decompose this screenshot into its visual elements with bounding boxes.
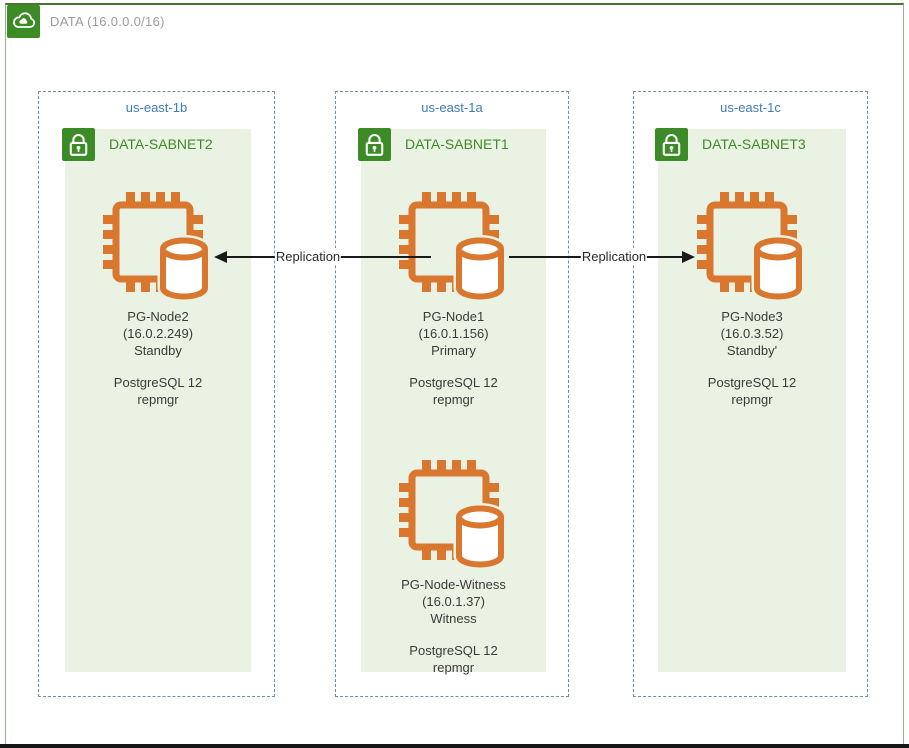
node-role: Primary — [431, 343, 476, 358]
node-ip: (16.0.1.156) — [418, 326, 489, 341]
node-text: PG-Node1 (16.0.1.156) Primary PostgreSQL… — [409, 308, 497, 408]
node-software: PostgreSQL 12 — [409, 375, 498, 390]
window-bottom-edge — [0, 744, 909, 748]
chip-database-icon — [696, 191, 808, 303]
node-software: repmgr — [137, 392, 179, 407]
vpc-label: DATA (16.0.0.0/16) — [50, 14, 165, 29]
subnet-data-sabnet2: DATA-SABNET2 PG-Node2 (16.0.2.249) Stand… — [65, 129, 251, 672]
subnet-label: DATA-SABNET3 — [702, 136, 806, 152]
node-pg-node3: PG-Node3 (16.0.3.52) Standby' PostgreSQL… — [658, 191, 846, 408]
node-name: PG-Node2 — [127, 309, 189, 324]
lock-icon — [62, 128, 95, 161]
arrowhead-left-icon — [214, 251, 227, 263]
node-name: PG-Node1 — [422, 309, 485, 324]
node-role: Standby' — [726, 343, 778, 358]
lock-icon — [358, 128, 391, 161]
az-label: us-east-1a — [421, 100, 483, 115]
chip-database-icon — [398, 459, 510, 571]
node-ip: (16.0.3.52) — [720, 326, 784, 341]
node-name: PG-Node-Witness — [401, 577, 506, 592]
node-role: Standby — [134, 343, 182, 358]
chip-database-icon — [398, 191, 510, 303]
node-ip: (16.0.1.37) — [422, 594, 485, 609]
subnet-label: DATA-SABNET2 — [109, 136, 213, 152]
az-us-east-1b: us-east-1b DATA-SABNET2 PG-Node2 (16.0.2… — [38, 91, 275, 697]
node-pg-node1: PG-Node1 (16.0.1.156) Primary PostgreSQL… — [361, 191, 546, 408]
az-label: us-east-1b — [125, 100, 188, 115]
subnet-label: DATA-SABNET1 — [405, 136, 509, 152]
vpc-container: DATA (16.0.0.0/16) us-east-1b DATA-SABNE… — [5, 3, 904, 745]
node-software: PostgreSQL 12 — [707, 375, 797, 390]
chip-database-icon — [102, 191, 214, 303]
subnet-data-sabnet1: DATA-SABNET1 PG-Node1 (16.0.1.156) Prima… — [358, 128, 546, 675]
node-pg-node2: PG-Node2 (16.0.2.249) Standby PostgreSQL… — [65, 191, 251, 408]
node-role: Witness — [430, 611, 477, 626]
replication-label: Replication — [580, 248, 648, 265]
node-software: PostgreSQL 12 — [113, 375, 203, 390]
node-software: PostgreSQL 12 — [409, 643, 498, 658]
node-text: PG-Node3 (16.0.3.52) Standby' PostgreSQL… — [708, 308, 796, 408]
node-software: repmgr — [432, 660, 475, 675]
node-text: PG-Node2 (16.0.2.249) Standby PostgreSQL… — [114, 308, 202, 408]
cloud-icon — [7, 5, 40, 38]
az-label: us-east-1c — [720, 100, 781, 115]
az-us-east-1c: us-east-1c DATA-SABNET3 PG-Node3 (16.0.3… — [633, 91, 868, 697]
node-text: PG-Node-Witness (16.0.1.37) Witness Post… — [401, 576, 506, 676]
replication-label: Replication — [274, 248, 342, 265]
lock-icon — [655, 128, 688, 161]
node-ip: (16.0.2.249) — [122, 326, 194, 341]
node-pg-node-witness: PG-Node-Witness (16.0.1.37) Witness Post… — [361, 459, 546, 676]
node-software: repmgr — [432, 392, 475, 407]
subnet-data-sabnet3: DATA-SABNET3 PG-Node3 (16.0.3.52) Standb… — [658, 129, 846, 672]
node-software: repmgr — [731, 392, 773, 407]
node-name: PG-Node3 — [721, 309, 783, 324]
arrowhead-right-icon — [682, 251, 695, 263]
az-us-east-1a: us-east-1a DATA-SABNET1 PG-Node1 (16.0.1… — [335, 91, 569, 697]
